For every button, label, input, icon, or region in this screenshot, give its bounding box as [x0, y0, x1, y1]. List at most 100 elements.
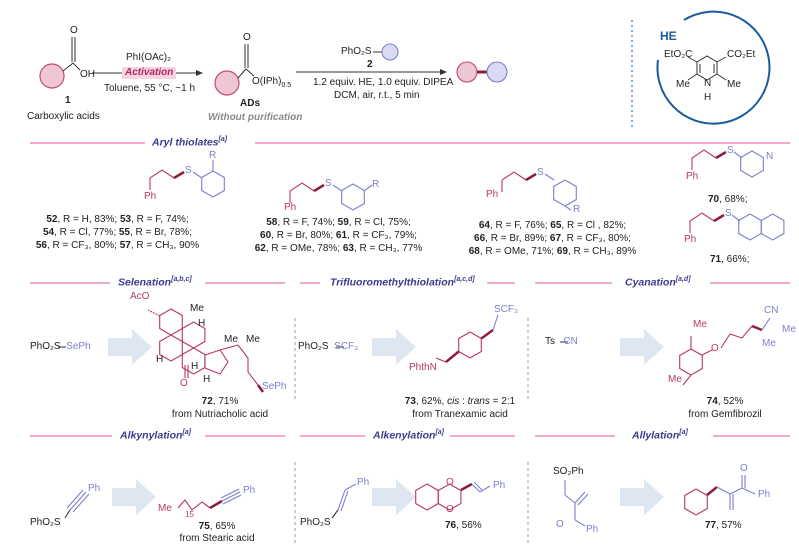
he-circle — [656, 10, 771, 125]
atom-label: Me — [693, 319, 707, 330]
atom-label: SePh — [262, 381, 287, 392]
compound-72-structure — [147, 308, 265, 393]
atom-label: Ph — [144, 191, 157, 202]
transform-arrow — [372, 329, 416, 365]
he-n: N — [704, 78, 712, 89]
acid-name: Carboxylic acids — [27, 111, 100, 122]
step1-conditions: Toluene, 55 °C, ~1 h — [104, 83, 196, 94]
ad-name: ADs — [240, 98, 261, 109]
atom-label: S — [185, 165, 192, 176]
atom-label: Me — [668, 374, 682, 385]
alkynyl-reagent-structure — [64, 489, 90, 519]
atom-label: Ph — [493, 480, 506, 491]
atom-label: SCF₃ — [494, 304, 519, 315]
compound-71-structure — [689, 212, 785, 241]
atom-label: R — [372, 179, 380, 190]
he-right-me: Me — [727, 79, 741, 90]
compound-76-caption: 76, 56% — [445, 520, 482, 531]
compound-74-structure — [679, 317, 771, 386]
atom-label: Me — [762, 338, 776, 349]
step2-reagent: PhO₂S — [341, 46, 372, 57]
compound-77-structure — [684, 475, 756, 516]
alkynylation-reagent-sulfonyl: PhO₂S — [30, 517, 61, 528]
compound-73-caption: 73, 62%, cis : trans = 2:1 from Tranexam… — [404, 396, 516, 420]
atom-label: O — [556, 519, 564, 530]
section-alkynylation: Alkynylation[a] — [120, 429, 191, 442]
alkenyl-reagent-structure — [331, 483, 357, 519]
atom-label: Ph — [357, 477, 370, 488]
atom-label: Me — [782, 324, 796, 335]
compound-71-caption: 71, 66%; — [710, 254, 750, 265]
compound-75-structure — [177, 488, 242, 511]
transform-arrow — [112, 479, 156, 515]
ad-carbonyl-o: O — [243, 32, 251, 43]
atom-label: Me — [246, 334, 260, 345]
compound-73-structure — [435, 314, 499, 363]
compound-70-caption: 70, 68%; — [708, 194, 748, 205]
coupling-arrow — [296, 43, 447, 75]
atom-label: R — [573, 204, 581, 215]
atom-label: H — [198, 318, 206, 329]
atom-label: Ph — [686, 171, 699, 182]
atom-label: CN — [764, 305, 779, 316]
section-trifluoromethylthiolation: Trifluoromethylthiolation[a,c,d] — [330, 276, 475, 289]
ad-structure — [214, 44, 255, 96]
ad-leaving-group: O(IPh)0.5 — [252, 76, 292, 90]
compound-58-63-caption: 58, R = F, 74%; 59, R = Cl, 75%; 60, R =… — [254, 217, 423, 254]
compound-64-69-structure — [501, 171, 577, 211]
step2-reagent-number: 2 — [367, 59, 373, 70]
step1-reagent: PhI(OAc)₂ — [126, 52, 171, 63]
section-cyanation: Cyanation[a,d] — [625, 276, 691, 289]
he-title: HE — [660, 29, 677, 43]
transform-arrow — [372, 479, 416, 515]
transform-arrow — [108, 329, 152, 365]
selenation-reagent: PhO₂S SePh — [30, 341, 91, 352]
section-allylation: Allylation[a] — [632, 429, 688, 442]
section-selenation: Selenation[a,b,c] — [118, 276, 192, 289]
atom-label: Ph — [88, 483, 101, 494]
atom-label: S — [537, 167, 544, 178]
atom-label: O — [740, 463, 748, 474]
acid-oh: OH — [80, 69, 95, 80]
product-symbol — [456, 61, 508, 83]
compound-52-57-structure — [149, 160, 225, 198]
atom-label: Ph — [684, 234, 697, 245]
atom-label: N — [766, 151, 774, 162]
alkenylation-reagent-sulfonyl: PhO₂S — [300, 517, 331, 528]
compound-58-63-structure — [289, 182, 373, 211]
ad-note: Without purification — [208, 112, 303, 123]
hantzsch-ester-structure — [687, 55, 727, 81]
atom-label: Ph — [486, 189, 499, 200]
compound-72-caption: 72, 71% from Nutriacholic acid — [171, 396, 269, 420]
he-left-me: Me — [676, 79, 690, 90]
atom-label: SO₂Ph — [553, 466, 584, 477]
compound-64-69-caption: 64, R = F, 76%; 65, R = Cl , 82%; 66, R … — [468, 220, 637, 257]
compound-75-caption: 75, 65% from Stearic acid — [179, 521, 255, 544]
he-left-ester: EtO₂C — [664, 49, 693, 60]
section-aryl-thiolates: Aryl thiolates[a] — [152, 136, 228, 149]
atom-label: H — [156, 354, 164, 365]
atom-label: PhthN — [409, 362, 437, 373]
allyl-reagent-structure — [564, 480, 589, 527]
step2-conditions-2: DCM, air, r.t., 5 min — [334, 90, 420, 101]
atom-label: O — [180, 378, 188, 389]
atom-label: R — [209, 150, 217, 161]
scf3-reagent: PhO₂S SCF₃ — [298, 341, 359, 352]
atom-label: S — [727, 145, 734, 156]
atom-label: Me — [224, 334, 238, 345]
atom-label: O — [446, 504, 454, 515]
acid-carbonyl-o: O — [70, 25, 78, 36]
compound-77-caption: 77, 57% — [705, 520, 742, 531]
compound-74-caption: 74, 52% from Gemfibrozil — [688, 396, 762, 420]
atom-label: O — [711, 343, 719, 354]
acid-structure — [39, 37, 81, 89]
he-h: H — [704, 92, 712, 103]
atom-label: Me — [190, 303, 204, 314]
transform-arrow — [620, 479, 664, 515]
atom-label: 15 — [185, 510, 194, 519]
atom-label: AcO — [130, 291, 150, 302]
compound-70-structure — [691, 149, 764, 178]
activation-label: Activation — [122, 67, 177, 79]
atom-label: O — [446, 477, 454, 488]
